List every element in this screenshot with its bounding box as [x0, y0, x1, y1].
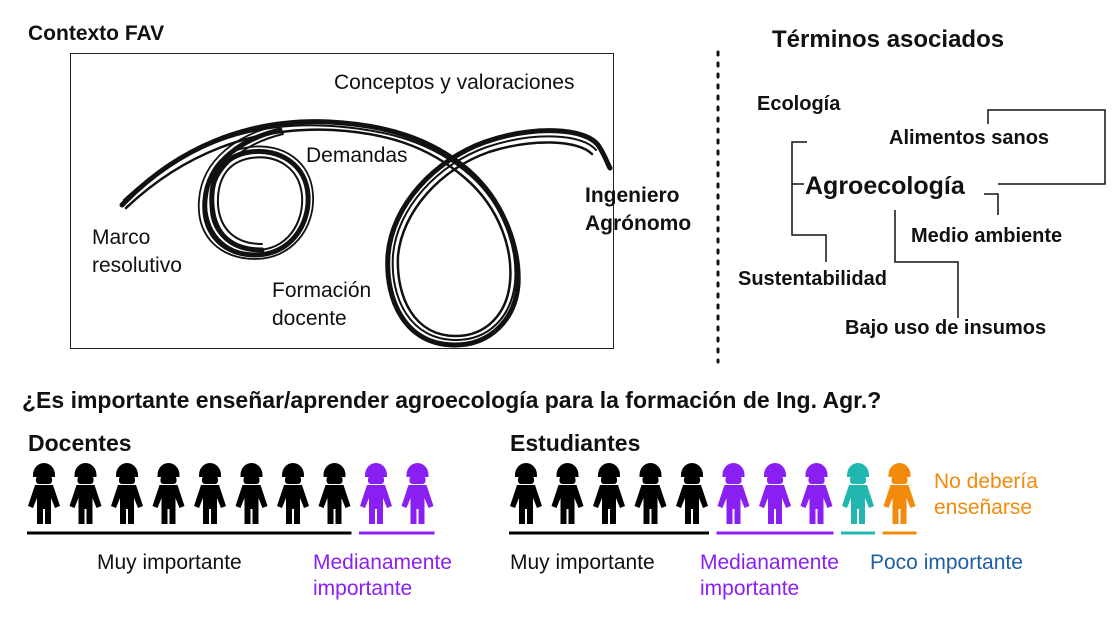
term-agroecologia: Agroecología	[805, 172, 965, 200]
docentes-person-muy	[318, 463, 351, 524]
docentes-mediana-label-1: Medianamente	[313, 551, 452, 574]
docentes-person-muy	[28, 463, 60, 524]
docentes-muy-label: Muy importante	[97, 551, 242, 574]
spiral-strokes	[119, 119, 613, 348]
estudiantes-mediana-label-2: importante	[700, 577, 800, 600]
label-formacion-1: Formación	[272, 279, 372, 302]
estudiantes-person-muy	[593, 463, 625, 524]
spiral-stroke	[209, 133, 304, 252]
docentes-mediana-label-2: importante	[313, 577, 413, 600]
estudiantes-person-muy	[676, 463, 708, 524]
docentes-person-mediana	[401, 463, 434, 524]
question-heading: ¿Es importante enseñar/aprender agroecol…	[22, 387, 882, 413]
label-formacion-2: docente	[272, 307, 347, 330]
label-ingeniero-1: Ingeniero	[585, 184, 680, 207]
estudiantes-title: Estudiantes	[510, 430, 641, 456]
docentes-person-muy	[152, 463, 185, 524]
estudiantes-muy-label: Muy importante	[510, 551, 655, 574]
line-insumos	[894, 210, 959, 318]
term-medio-ambiente: Medio ambiente	[911, 225, 1063, 247]
docentes-title: Docentes	[28, 430, 132, 456]
estudiantes-person-mediana	[717, 463, 750, 524]
docentes-person-muy	[194, 463, 226, 524]
label-marco-1: Marco	[92, 226, 151, 249]
estudiantes-person-mediana	[800, 463, 833, 524]
line-medio	[984, 193, 999, 215]
label-ingeniero-2: Agrónomo	[585, 212, 692, 235]
estudiantes-person-muy	[551, 463, 584, 524]
context-title: Contexto FAV	[28, 22, 165, 45]
label-demandas: Demandas	[306, 144, 408, 167]
estudiantes-poco-label: Poco importante	[870, 551, 1023, 574]
docentes-person-mediana	[360, 463, 392, 524]
label-conceptos: Conceptos y valoraciones	[334, 71, 575, 94]
spiral-stroke	[123, 124, 597, 342]
spiral-stroke	[197, 125, 314, 260]
estudiantes-person-mediana	[759, 463, 791, 524]
term-alimentos: Alimentos sanos	[889, 127, 1050, 149]
estudiantes-person-poco	[842, 463, 874, 524]
line-alimentos	[987, 109, 1106, 185]
term-insumos: Bajo uso de insumos	[845, 317, 1047, 339]
estudiantes-no-label-2: enseñarse	[934, 496, 1033, 519]
estudiantes-person-muy	[634, 463, 667, 524]
term-sustentabilidad: Sustentabilidad	[738, 268, 887, 290]
label-marco-2: resolutivo	[92, 254, 182, 277]
estudiantes-mediana-label-1: Medianamente	[700, 551, 839, 574]
estudiantes-no-label-1: No debería	[934, 470, 1038, 493]
connector-lines	[791, 109, 1106, 318]
docentes-person-muy	[235, 463, 268, 524]
spiral-stroke	[119, 119, 613, 348]
line-ecologia	[791, 141, 827, 262]
docentes-person-muy	[277, 463, 309, 524]
estudiantes-person-muy	[510, 463, 542, 524]
context-box	[70, 53, 614, 349]
estudiantes-person-no	[883, 463, 916, 524]
spiral-stroke	[124, 128, 594, 338]
terms-title: Términos asociados	[772, 26, 1005, 53]
docentes-person-muy	[111, 463, 143, 524]
term-ecologia: Ecología	[757, 93, 841, 115]
docentes-person-muy	[69, 463, 102, 524]
